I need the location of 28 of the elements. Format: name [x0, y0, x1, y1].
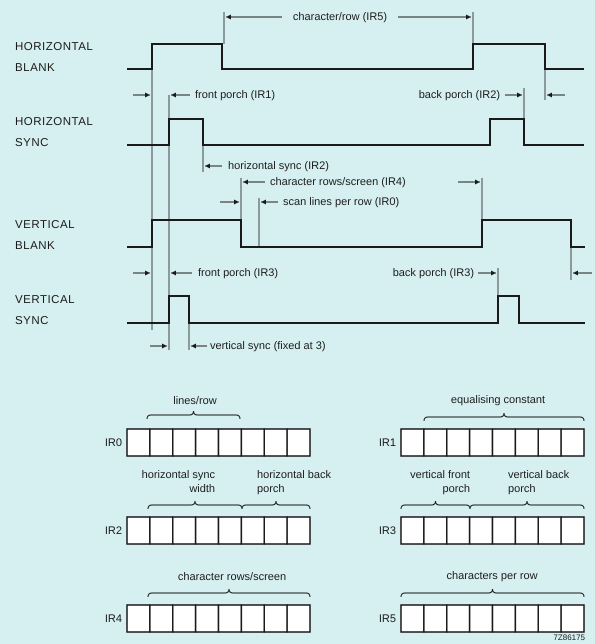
- register-name: IR4: [104, 612, 122, 626]
- register-name: IR1: [378, 436, 396, 450]
- field-label: character rows/screen: [178, 570, 286, 584]
- dimension-label: horizontal sync (IR2): [228, 159, 329, 173]
- register-name: IR2: [104, 524, 122, 538]
- field-label: vertical back porch: [508, 468, 570, 496]
- dimension-label: character rows/screen (IR4): [270, 175, 406, 189]
- signal-name: VERTICAL SYNC: [15, 293, 76, 329]
- register-name: IR0: [104, 436, 122, 450]
- dimension-label: back porch (IR2): [418, 88, 500, 102]
- figure-code: 7Z86175: [553, 633, 585, 643]
- register-name: IR5: [378, 612, 396, 626]
- field-label: horizontal sync width: [140, 468, 215, 496]
- dimension-label: vertical sync (fixed at 3): [210, 339, 326, 353]
- signal-name: HORIZONTAL BLANK: [15, 40, 94, 76]
- dimension-label: back porch (IR3): [392, 266, 474, 280]
- dimension-label: front porch (IR1): [195, 88, 276, 102]
- signal-name: HORIZONTAL SYNC: [15, 115, 94, 151]
- field-label: horizontal back porch: [257, 468, 332, 496]
- field-label: vertical front porch: [409, 468, 470, 496]
- dimension-label: scan lines per row (IR0): [283, 195, 400, 209]
- signal-name: VERTICAL BLANK: [15, 218, 76, 254]
- field-label: equalising constant: [450, 393, 546, 407]
- dimension-label: character/row (IR5): [292, 10, 388, 24]
- dimension-label: front porch (IR3): [198, 266, 278, 280]
- register-name: IR3: [378, 524, 396, 538]
- field-label: characters per row: [446, 569, 538, 583]
- field-label: lines/row: [173, 394, 217, 408]
